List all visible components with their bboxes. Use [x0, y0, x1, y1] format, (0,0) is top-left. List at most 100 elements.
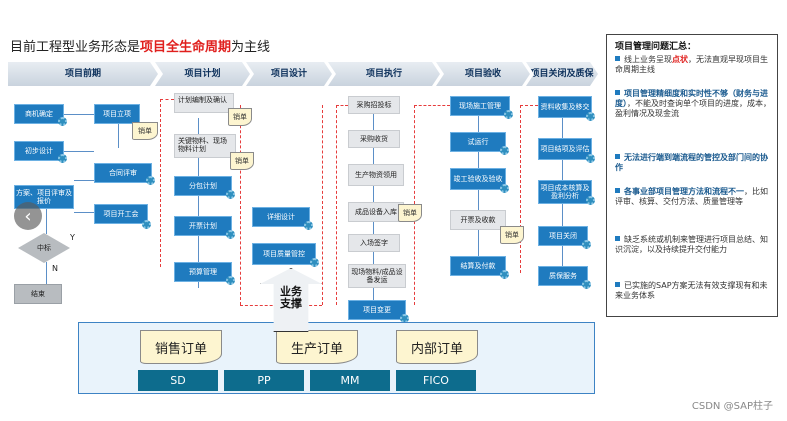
- bullet-icon: [615, 188, 620, 193]
- node-project-change[interactable]: 项目变更: [348, 300, 406, 320]
- node-project-closure[interactable]: 项目关闭: [538, 226, 588, 246]
- connector: [74, 212, 94, 213]
- node-cost-profit-analysis[interactable]: 项目成本核算及盈利分析: [538, 180, 592, 204]
- gear-icon: [226, 276, 235, 285]
- node-invoice-collection[interactable]: 开票及收款: [450, 210, 506, 230]
- flow-dashed: [520, 105, 521, 273]
- flow-dashed: [322, 105, 323, 305]
- decision-bid-won[interactable]: 中标: [18, 233, 70, 263]
- issue-3: 无法进行端到端流程的管控及部门间的协作: [615, 153, 768, 172]
- flow-dashed: [414, 105, 450, 106]
- node-invoice-plan[interactable]: 开票计划: [174, 216, 232, 236]
- connector: [64, 114, 96, 115]
- connector: [64, 151, 94, 152]
- node-project-evaluation[interactable]: 项目结项及评估: [538, 138, 592, 160]
- gear-icon: [142, 220, 151, 229]
- issue-5: 缺乏系统或机制来管理进行项目总结、知识沉淀，以及持续提升交付能力: [615, 235, 768, 254]
- gear-icon: [500, 146, 509, 155]
- sales-order-doc: 销售订单: [140, 330, 222, 364]
- node-contract-review[interactable]: 合同评审: [94, 163, 152, 183]
- issue-2: 项目管理精细度和实时性不够（财务与进度），不能及时查询单个项目的进度，成本，盈利…: [615, 89, 771, 118]
- phase-acceptance: 项目验收: [436, 62, 530, 86]
- phase-execution: 项目执行: [328, 62, 440, 86]
- doc-icon: 销单: [132, 122, 158, 140]
- doc-icon: 销单: [500, 226, 524, 244]
- issue-4: 各事业部项目管理方法和流程不一，比如评审、核算、交付方法、质量管理等: [615, 187, 768, 206]
- flow-dashed: [160, 99, 161, 267]
- phase-planning: 项目计划: [155, 62, 250, 86]
- decision-yes-label: Y: [70, 233, 75, 242]
- flow-dashed: [520, 105, 538, 106]
- gear-icon: [582, 280, 591, 289]
- node-preliminary-design[interactable]: 初步设计: [14, 141, 64, 161]
- node-quality-control[interactable]: 项目质量管控: [252, 243, 316, 265]
- watermark: CSDN @SAP柱子: [691, 401, 773, 412]
- gear-icon: [586, 196, 595, 205]
- node-plan-compile[interactable]: 计划编制及确认: [174, 93, 234, 113]
- connector: [46, 208, 47, 234]
- node-procurement-receipt[interactable]: 采购收货: [348, 130, 400, 148]
- previous-slide-button[interactable]: ‹: [14, 202, 42, 230]
- phase-pre-project: 项目前期: [8, 62, 158, 86]
- node-subcontract-plan[interactable]: 分包计划: [174, 176, 232, 196]
- node-site-signoff[interactable]: 入场签字: [348, 234, 400, 252]
- flow-dashed: [240, 105, 241, 305]
- node-material-plan[interactable]: 关键物料、现场物料计划: [174, 134, 236, 158]
- node-material-issue[interactable]: 生产物资领用: [348, 164, 404, 186]
- gear-icon: [226, 190, 235, 199]
- module-pp: PP: [224, 370, 304, 391]
- gear-icon: [146, 176, 155, 185]
- node-site-shipment[interactable]: 现场物料/成品设备发运: [348, 264, 406, 288]
- node-procurement-bidding[interactable]: 采购招投标: [348, 96, 400, 114]
- node-warranty-service[interactable]: 质保服务: [538, 266, 588, 286]
- gear-icon: [500, 184, 509, 193]
- module-sd: SD: [138, 370, 218, 391]
- node-document-handover[interactable]: 资料收集及移交: [538, 96, 592, 118]
- flow-dashed: [160, 99, 174, 100]
- node-kickoff-meeting[interactable]: 项目开工会: [94, 204, 148, 224]
- node-proposal-review[interactable]: 方案、项目评审及报价: [14, 185, 74, 209]
- node-detailed-design[interactable]: 详细设计: [252, 207, 310, 227]
- node-settlement-payment[interactable]: 结算及付款: [450, 256, 506, 276]
- phase-design: 项目设计: [246, 62, 332, 86]
- phase-closure: 项目关闭及质保: [526, 62, 598, 86]
- module-fico: FICO: [396, 370, 476, 391]
- gear-icon: [310, 258, 319, 267]
- connector: [46, 262, 47, 284]
- gear-icon: [226, 230, 235, 239]
- page-title: 目前工程型业务形态是项目全生命周期为主线: [10, 40, 271, 55]
- panel-title: 项目管理问题汇总：: [615, 42, 697, 52]
- decision-no-label: N: [52, 264, 58, 273]
- doc-icon: 销单: [398, 204, 422, 222]
- support-label: 业务支撑: [280, 285, 302, 310]
- gear-icon: [582, 240, 591, 249]
- bullet-icon: [615, 282, 620, 287]
- doc-icon: 销单: [228, 108, 252, 126]
- internal-order-doc: 内部订单: [396, 330, 478, 364]
- gear-icon: [58, 117, 67, 126]
- bullet-icon: [615, 90, 620, 95]
- module-mm: MM: [310, 370, 390, 391]
- node-trial-run[interactable]: 试运行: [450, 132, 506, 152]
- node-budget-management[interactable]: 预算管理: [174, 262, 232, 282]
- connector: [198, 118, 199, 288]
- issue-1: 线上业务呈现点状，无法直观早现项目生命周期主线: [615, 55, 768, 74]
- node-site-construction[interactable]: 现场施工管理: [450, 96, 510, 116]
- connector: [118, 124, 119, 148]
- issues-panel: 项目管理问题汇总： 线上业务呈现点状，无法直观早现项目生命周期主线 项目管理精细…: [606, 34, 778, 317]
- connector: [74, 180, 94, 181]
- gear-icon: [500, 270, 509, 279]
- bullet-icon: [615, 154, 620, 159]
- issue-6: 已实施的SAP方案无法有效支撑现有和未来业务体系: [615, 281, 768, 300]
- node-finished-goods-receipt[interactable]: 成品设备入库: [348, 202, 404, 222]
- gear-icon: [304, 221, 313, 230]
- node-end[interactable]: 结束: [14, 284, 62, 304]
- node-project-initiation[interactable]: 项目立项: [94, 104, 140, 124]
- flow-dashed: [336, 105, 337, 305]
- node-completion-acceptance[interactable]: 竣工验收及验收: [450, 168, 506, 190]
- chevron-left-icon: ‹: [24, 205, 32, 227]
- node-opportunity[interactable]: 商机确定: [14, 104, 64, 124]
- doc-icon: 销单: [230, 152, 254, 170]
- gear-icon: [504, 110, 513, 119]
- bullet-icon: [615, 56, 620, 61]
